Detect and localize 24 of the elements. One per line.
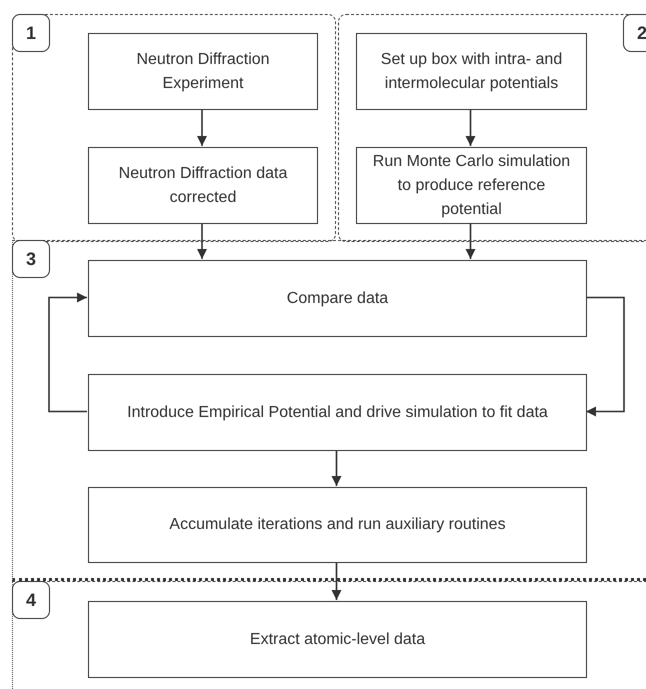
- process-box: Compare data: [88, 260, 587, 337]
- stage-number: 2: [623, 14, 646, 52]
- process-box: Neutron Diffraction Experiment: [88, 33, 318, 110]
- process-box: Extract atomic-level data: [88, 601, 587, 678]
- process-box: Introduce Empirical Potential and drive simulation to fit data: [88, 374, 587, 451]
- stage-region: [12, 14, 336, 242]
- process-box: Accumulate iterations and run auxiliary routines: [88, 487, 587, 563]
- arrow: [466, 223, 476, 259]
- arrow: [332, 450, 342, 486]
- arrow: [48, 292, 87, 412]
- arrow: [332, 562, 342, 600]
- stage-number: 3: [12, 240, 50, 278]
- arrow: [586, 296, 625, 416]
- stage-number: 1: [12, 14, 50, 52]
- stage-region: [12, 240, 646, 581]
- process-box: Set up box with intra- and intermolecular potentials: [356, 33, 587, 110]
- process-box: Run Monte Carlo simulation to produce reference potential: [356, 147, 587, 224]
- stage-region: [338, 14, 646, 242]
- arrow: [197, 223, 207, 259]
- stage-region: [12, 581, 646, 689]
- arrow: [197, 109, 207, 146]
- arrow: [466, 109, 476, 146]
- process-box: Neutron Diffraction data corrected: [88, 147, 318, 224]
- stage-number: 4: [12, 581, 50, 619]
